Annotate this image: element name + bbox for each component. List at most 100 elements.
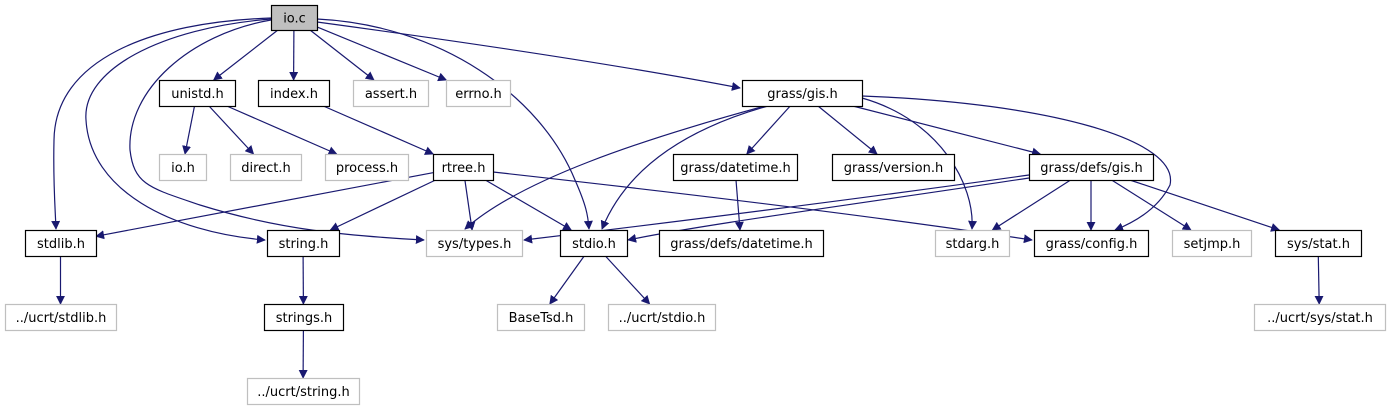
node-label: index.h	[270, 87, 318, 102]
node-ucrt-sys-stat-h: ../ucrt/sys/stat.h	[1253, 303, 1387, 332]
edge-io-c-to-stdio-h	[316, 18, 593, 230]
node-label: io.c	[283, 12, 306, 27]
node-box	[1028, 153, 1155, 182]
node-label: string.h	[279, 237, 329, 252]
node-label: strings.h	[276, 311, 332, 326]
node-box	[934, 229, 1011, 258]
nodes-layer: io.c unistd.h index.h assert.h errno.h grass/…	[4, 4, 1387, 406]
node-box	[425, 229, 524, 258]
node-label: errno.h	[455, 87, 502, 102]
node-label: sys/stat.h	[1287, 237, 1350, 252]
edges-layer	[51, 17, 1324, 379]
edge-rtree-h-to-stdlib-h	[95, 172, 434, 240]
node-label: setjmp.h	[1184, 237, 1241, 252]
node-box	[432, 153, 495, 182]
node-label: process.h	[336, 161, 398, 176]
node-label: unistd.h	[171, 87, 224, 102]
edge-io-c-to-string-h	[85, 18, 272, 244]
node-box	[445, 79, 512, 108]
node-ucrt-string-h: ../ucrt/string.h	[246, 377, 361, 406]
node-string-h[interactable]: string.h	[266, 229, 341, 258]
edge-io-c-to-stdlib-h	[51, 17, 272, 230]
edge-grass-defs-gis-h-to-sys-stat-h	[1129, 179, 1281, 232]
edge-io-c-to-unistd-h	[212, 29, 279, 81]
node-label: grass/defs/gis.h	[1040, 161, 1142, 176]
node-label: grass/config.h	[1046, 237, 1138, 252]
edge-grass-gis-h-to-grass-defs-gis-h	[852, 105, 1042, 157]
node-stdlib-h[interactable]: stdlib.h	[24, 229, 98, 258]
edge-rtree-h-to-stdio-h	[484, 179, 572, 231]
node-box	[263, 303, 345, 332]
edge-rtree-h-to-string-h	[329, 179, 436, 231]
node-label: grass/gis.h	[767, 87, 838, 102]
node-label: sys/types.h	[438, 237, 512, 252]
node-box	[559, 229, 629, 258]
node-box	[1171, 229, 1253, 258]
node-label: grass/datetime.h	[680, 161, 791, 176]
node-box	[496, 303, 586, 332]
node-box	[158, 79, 237, 108]
node-index-h[interactable]: index.h	[257, 79, 331, 108]
edge-sys-stat-h-to-ucrt-sys-stat-h	[1314, 255, 1324, 305]
node-unistd-h[interactable]: unistd.h	[158, 79, 237, 108]
node-box	[658, 229, 825, 258]
edge-grass-gis-h-to-sys-types-h	[464, 105, 766, 230]
node-box	[246, 377, 361, 406]
edge-index-h-to-rtree-h	[323, 105, 435, 155]
node-box	[24, 229, 98, 258]
edge-unistd-h-to-process-h	[226, 105, 338, 155]
node-ucrt-stdlib-h: ../ucrt/stdlib.h	[4, 303, 118, 332]
node-basetsd-h: BaseTsd.h	[496, 303, 586, 332]
node-grass-version-h[interactable]: grass/version.h	[831, 153, 956, 182]
edge-grass-gis-h-to-grass-config-h	[861, 95, 1172, 232]
edge-grass-gis-h-to-grass-datetime-h	[746, 105, 791, 155]
node-box	[4, 303, 118, 332]
node-box	[1274, 229, 1363, 258]
edge-stdio-h-to-ucrt-stdio-h	[604, 255, 651, 305]
edge-grass-defs-gis-h-to-setjmp-h	[1111, 179, 1192, 231]
node-box	[324, 153, 410, 182]
node-box	[672, 153, 799, 182]
edge-io-c-to-assert-h	[309, 29, 375, 81]
node-box	[831, 153, 956, 182]
node-sys-stat-h[interactable]: sys/stat.h	[1274, 229, 1363, 258]
node-label: direct.h	[241, 161, 291, 176]
node-label: grass/defs/datetime.h	[670, 237, 813, 252]
node-grass-defs-datetime-h[interactable]: grass/defs/datetime.h	[658, 229, 825, 258]
node-grass-datetime-h[interactable]: grass/datetime.h	[672, 153, 799, 182]
node-strings-h[interactable]: strings.h	[263, 303, 345, 332]
node-process-h: process.h	[324, 153, 410, 182]
edge-io-c-to-errno-h	[316, 26, 448, 82]
node-setjmp-h: setjmp.h	[1171, 229, 1253, 258]
node-box	[266, 229, 341, 258]
node-io-c[interactable]: io.c	[270, 4, 319, 32]
edge-grass-defs-gis-h-to-stdarg-h	[991, 179, 1071, 231]
node-label: stdlib.h	[37, 237, 85, 252]
node-grass-config-h[interactable]: grass/config.h	[1033, 229, 1150, 258]
node-grass-gis-h[interactable]: grass/gis.h	[741, 79, 864, 108]
node-label: assert.h	[365, 87, 417, 102]
node-label: stdarg.h	[946, 237, 1000, 252]
edge-grass-datetime-h-to-grass-defs-datetime-h	[734, 179, 744, 231]
node-box	[1253, 303, 1387, 332]
edge-rtree-h-to-sys-types-h	[464, 179, 476, 231]
node-io-h: io.h	[158, 153, 208, 182]
node-rtree-h[interactable]: rtree.h	[432, 153, 495, 182]
node-direct-h: direct.h	[229, 153, 303, 182]
node-label: ../ucrt/string.h	[257, 385, 350, 400]
node-sys-types-h: sys/types.h	[425, 229, 524, 258]
node-box	[229, 153, 303, 182]
node-assert-h: assert.h	[352, 79, 430, 108]
node-errno-h: errno.h	[445, 79, 512, 108]
node-stdio-h[interactable]: stdio.h	[559, 229, 629, 258]
node-stdarg-h: stdarg.h	[934, 229, 1011, 258]
node-grass-defs-gis-h[interactable]: grass/defs/gis.h	[1028, 153, 1155, 182]
node-label: ../ucrt/stdio.h	[619, 311, 706, 326]
edge-unistd-h-to-io-h	[182, 105, 196, 155]
node-ucrt-stdio-h: ../ucrt/stdio.h	[607, 303, 717, 332]
node-label: grass/version.h	[844, 161, 943, 176]
edge-grass-gis-h-to-stdio-h	[600, 105, 769, 230]
node-box	[741, 79, 864, 108]
